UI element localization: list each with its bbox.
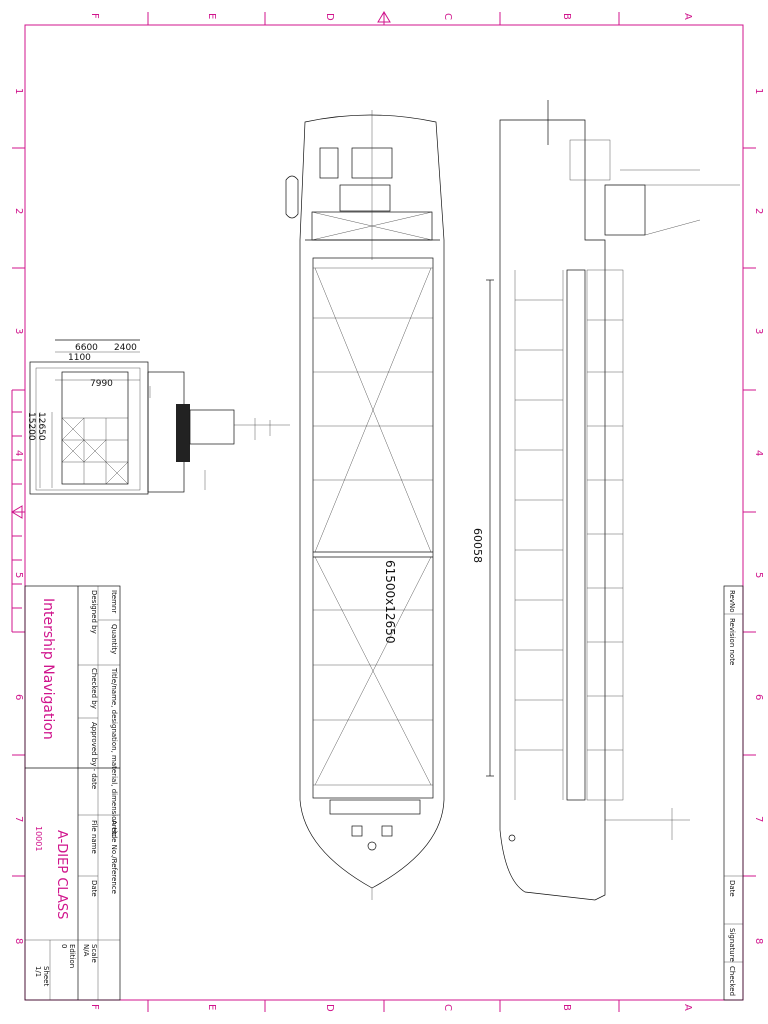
revno-label: RevNo <box>728 590 736 613</box>
dim-width-b: 2400 <box>114 343 137 353</box>
quantity-label: Quantity <box>110 624 118 654</box>
zone-row-right-8: 8 <box>753 938 764 944</box>
zone-column-bottom-B: B <box>561 1004 572 1011</box>
zone-column-top-A: A <box>682 13 693 20</box>
zone-column-bottom-C: C <box>442 1004 453 1011</box>
zone-row-right-3: 3 <box>753 328 764 334</box>
dim-width-a: 6600 <box>75 343 98 353</box>
right-zone-ticks <box>743 147 756 877</box>
edition-label: Edition <box>68 944 76 968</box>
scale-value: N/A <box>82 944 90 957</box>
signature-label: Signature <box>728 928 736 962</box>
zone-column-top-B: B <box>561 13 572 20</box>
file-name-label: File name <box>90 820 98 854</box>
project-name: A-DIEP CLASS <box>54 830 69 919</box>
length-dimension-label: 60058 <box>471 528 484 563</box>
top-zone-ticks <box>147 11 620 25</box>
scale-label: Scale <box>90 944 98 963</box>
zone-row-left-6: 6 <box>13 694 24 700</box>
checked-by-label: Checked by <box>90 668 98 709</box>
dim-width-c: 1100 <box>68 353 91 363</box>
zone-column-bottom-A: A <box>682 1004 693 1011</box>
zone-row-right-7: 7 <box>753 816 764 822</box>
zone-column-top-D: D <box>324 13 335 21</box>
zone-row-left-8: 8 <box>13 938 24 944</box>
drawing-border <box>24 24 744 1001</box>
zone-row-left-3: 3 <box>13 328 24 334</box>
designed-by-label: Designed by <box>90 590 98 634</box>
dim-height-b: 15200 <box>26 412 36 441</box>
plan-view-hull <box>285 110 445 900</box>
section-view <box>29 339 290 495</box>
revision-date-label: Date <box>728 880 736 897</box>
zone-row-right-1: 1 <box>753 88 764 94</box>
edition-value: 0 <box>60 944 68 948</box>
zone-column-bottom-E: E <box>206 1004 217 1010</box>
company-name: Intership Navigation <box>40 598 56 740</box>
revision-checked-label: Checked <box>728 966 736 996</box>
zone-column-top-E: E <box>206 13 217 19</box>
zone-row-right-5: 5 <box>753 572 764 578</box>
sheet-value: 1/1 <box>34 966 42 977</box>
zone-labels: F E D C B A F E D C B A 1 2 3 4 5 6 7 8 1 2 3 4 5 6 7 8 <box>13 13 764 1012</box>
zone-row-right-2: 2 <box>753 208 764 214</box>
article-reference-label: Article No./Reference <box>110 820 118 894</box>
zone-column-bottom-D: D <box>324 1004 335 1012</box>
zone-column-bottom-F: F <box>89 1004 100 1010</box>
left-zone-ticks <box>11 147 25 877</box>
zone-row-right-4: 4 <box>753 450 764 456</box>
dim-width-d: 7990 <box>90 379 113 389</box>
drawing-number: 10001 <box>34 826 43 851</box>
hold-dimension-label: 61500x12650 <box>383 560 397 643</box>
date-label: Date <box>90 880 98 897</box>
zone-row-left-1: 1 <box>13 88 24 94</box>
zone-row-right-6: 6 <box>753 694 764 700</box>
title-block <box>24 585 121 1001</box>
bottom-zone-ticks <box>147 1000 620 1012</box>
approved-by-label: Approved by - date <box>90 722 98 789</box>
revision-note-label: Revision note <box>728 618 736 665</box>
item-no-label: Itemnr <box>110 590 118 613</box>
zone-row-left-4: 4 <box>13 450 24 456</box>
zone-row-left-7: 7 <box>13 816 24 822</box>
dim-height-a: 12650 <box>36 412 46 441</box>
revision-block <box>723 585 744 1001</box>
sheet-label: Sheet <box>42 966 50 986</box>
title-description-label: Title/name, designation, material, dimen… <box>110 667 118 838</box>
left-ruler <box>11 390 22 632</box>
zone-row-left-5: 5 <box>13 572 24 578</box>
zone-column-top-F: F <box>89 13 100 19</box>
zone-column-top-C: C <box>442 13 453 20</box>
profile-view-hull <box>486 100 740 901</box>
zone-row-left-2: 2 <box>13 208 24 214</box>
